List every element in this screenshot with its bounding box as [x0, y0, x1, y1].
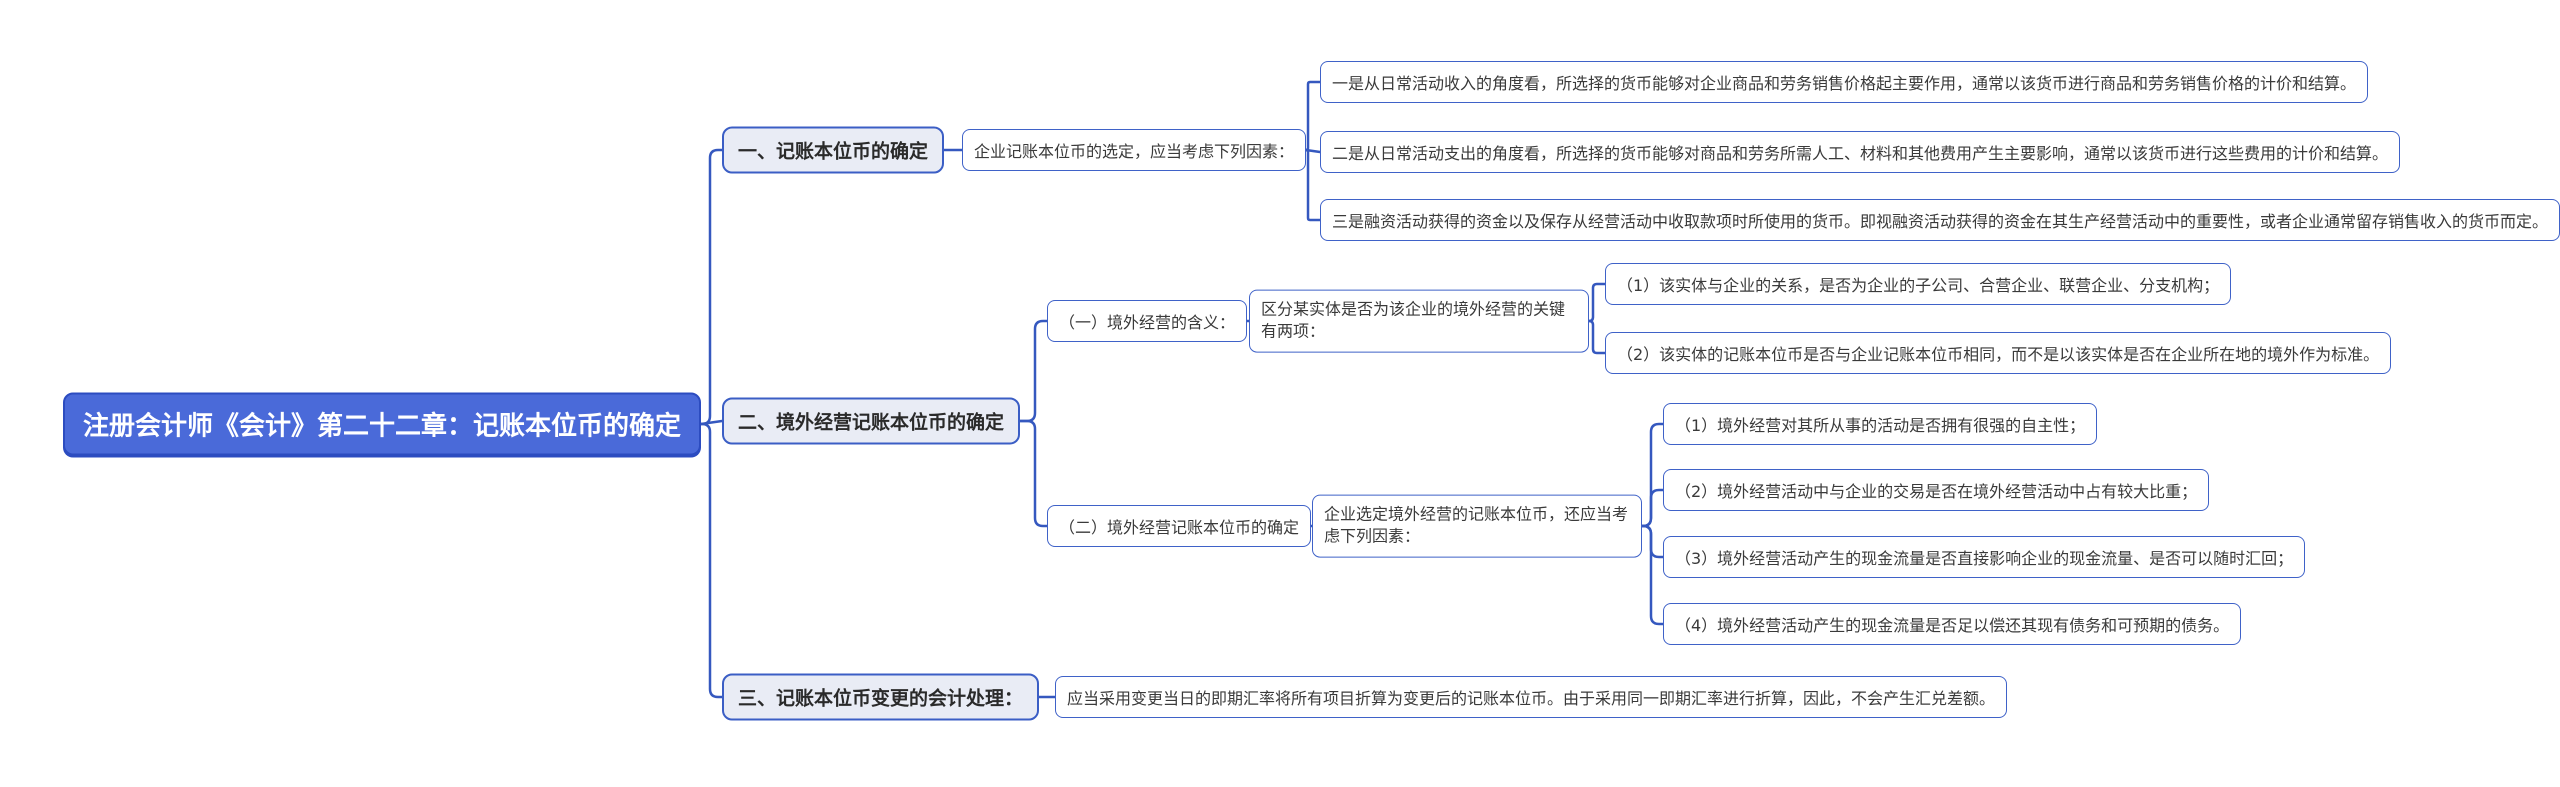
branch-2-section-2-item-1[interactable]: （1）境外经营对其所从事的活动是否拥有很强的自主性； [1663, 403, 2098, 445]
root-topic[interactable]: 注册会计师《会计》第二十二章：记账本位币的确定 [63, 392, 702, 456]
branch-2-section-2-item-2[interactable]: （2）境外经营活动中与企业的交易是否在境外经营活动中占有较大比重； [1663, 469, 2210, 511]
connector-line [1640, 422, 1665, 528]
branch-3-note[interactable]: 应当采用变更当日的即期汇率将所有项目折算为变更后的记账本位币。由于采用同一即期汇… [1055, 676, 2008, 718]
branch-2-section-1-item-1[interactable]: （1）该实体与企业的关系，是否为企业的子公司、合营企业、联营企业、分支机构； [1605, 263, 2232, 305]
branch-2-section-1-note[interactable]: 区分某实体是否为该企业的境外经营的关键有两项： [1249, 289, 1589, 353]
branch-2-section-2-item-4[interactable]: （4）境外经营活动产生的现金流量是否足以偿还其现有债务和可预期的债务。 [1663, 603, 2242, 645]
connector-line [1587, 282, 1607, 323]
branch-1-factor-2[interactable]: 二是从日常活动支出的角度看，所选择的货币能够对商品和劳务所需人工、材料和其他费用… [1320, 131, 2401, 173]
branch-1-topic[interactable]: 一、记账本位币的确定 [722, 126, 945, 174]
branch-2-section-1-topic[interactable]: （一）境外经营的含义： [1047, 300, 1248, 342]
branch-3-topic[interactable]: 三、记账本位币变更的会计处理： [722, 673, 1040, 721]
connector-line [1018, 319, 1049, 423]
connector-line [1587, 319, 1607, 355]
branch-2-topic[interactable]: 二、境外经营记账本位币的确定 [722, 397, 1021, 445]
connector-line [699, 422, 724, 699]
branch-1-note[interactable]: 企业记账本位币的选定，应当考虑下列因素： [962, 129, 1307, 171]
connector-line [1640, 488, 1665, 528]
branch-1-factor-3[interactable]: 三是融资活动获得的资金以及保存从经营活动中收取款项时所使用的货币。即视融资活动获… [1320, 199, 2560, 241]
branch-2-section-2-item-3[interactable]: （3）境外经营活动产生的现金流量是否直接影响企业的现金流量、是否可以随时汇回； [1663, 536, 2306, 578]
connector-line [1304, 148, 1322, 222]
connector-line [1304, 80, 1322, 152]
connector-line [1640, 524, 1665, 559]
branch-1-factor-1[interactable]: 一是从日常活动收入的角度看，所选择的货币能够对企业商品和劳务销售价格起主要作用，… [1320, 61, 2369, 103]
branch-2-section-1-item-2[interactable]: （2）该实体的记账本位币是否与企业记账本位币相同，而不是以该实体是否在企业所在地… [1605, 332, 2392, 374]
connector-line [699, 148, 724, 426]
connector-line [1640, 524, 1665, 626]
connector-line [1018, 419, 1049, 528]
branch-2-section-2-note[interactable]: 企业选定境外经营的记账本位币，还应当考虑下列因素： [1312, 494, 1642, 558]
branch-2-section-2-topic[interactable]: （二）境外经营记账本位币的确定 [1047, 505, 1312, 547]
